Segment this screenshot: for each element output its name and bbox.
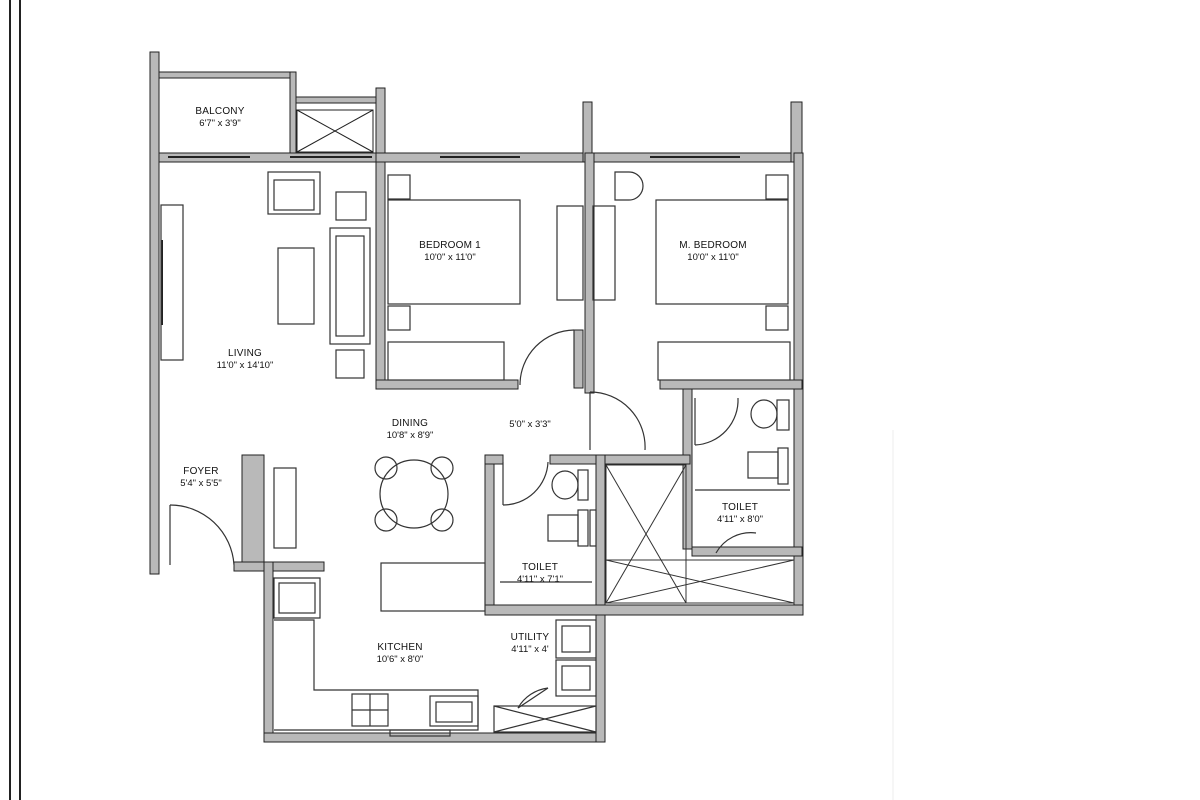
room-label-toilet2: TOILET 4'11" x 8'0" (700, 502, 780, 526)
room-name: UTILITY (510, 632, 550, 643)
living-furniture (160, 171, 371, 379)
shaft-cross (605, 464, 795, 604)
room-dims: 5'0" x 3'3" (509, 419, 551, 430)
kitchen-counter (273, 562, 486, 737)
wall-toilet1-bottom (484, 604, 804, 616)
wall-left-outer (149, 51, 160, 575)
walls (149, 51, 804, 743)
wall-toilet2-left (682, 388, 693, 550)
room-label-utility: UTILITY 4'11" x 4' (495, 632, 565, 656)
room-dims: 6'7" x 3'9" (199, 118, 241, 129)
room-dims: 5'4" x 5'5" (180, 478, 222, 489)
tv-unit (160, 204, 184, 361)
wall-partition-stub (573, 329, 584, 389)
room-name: BEDROOM 1 (419, 240, 481, 251)
room-label-dining: DINING 10'8" x 8'9" (365, 418, 455, 442)
toilet-fixtures (500, 399, 790, 583)
wall-mbedroom-bottom (659, 379, 803, 390)
room-name: LIVING (228, 348, 262, 359)
wall-shaft-top (549, 454, 691, 465)
windows (161, 156, 740, 325)
room-name: M. BEDROOM (679, 240, 747, 251)
room-dims: 10'0" x 11'0" (687, 252, 739, 263)
duct-box (296, 109, 374, 153)
wall-toilet1-top (484, 454, 504, 465)
room-label-kitchen: KITCHEN 10'6" x 8'0" (355, 642, 445, 666)
room-label-balcony: BALCONY 6'7" x 3'9" (180, 106, 260, 130)
room-dims: 4'11" x 7'1" (516, 574, 564, 585)
room-label-bedroom1: BEDROOM 1 10'0" x 11'0" (405, 240, 495, 264)
room-name: FOYER (183, 466, 219, 477)
foyer-furniture (273, 467, 297, 549)
mbedroom-furniture (614, 171, 791, 381)
bedroom1-furniture (387, 174, 616, 381)
room-name: KITCHEN (377, 642, 423, 653)
wall-balcony-right (289, 71, 297, 157)
room-dims: 10'0" x 11'0" (424, 252, 476, 263)
room-dims: 11'0" x 14'10" (216, 360, 274, 371)
wall-foyer-bottom (233, 561, 325, 572)
wall-duct-top (295, 96, 377, 104)
doors (169, 329, 757, 709)
room-name: BALCONY (195, 106, 245, 117)
room-label-mbedroom: M. BEDROOM 10'0" x 11'0" (668, 240, 758, 264)
utility-fixtures (493, 619, 597, 733)
wall-toilet2-bottom (691, 546, 803, 557)
room-dims: 10'8" x 8'9" (386, 430, 434, 441)
room-name: TOILET (721, 502, 759, 513)
wall-toilet1-left (484, 454, 495, 616)
wall-balcony-top (158, 71, 296, 79)
room-dims: 4'11" x 8'0" (716, 514, 764, 525)
room-label-living: LIVING 11'0" x 14'10" (200, 348, 290, 372)
wall-kitchen-left (263, 561, 274, 743)
room-name: TOILET (521, 562, 559, 573)
wall-shaft-left (595, 454, 606, 616)
room-label-foyer: FOYER 5'4" x 5'5" (166, 466, 236, 490)
room-label-toilet1: TOILET 4'11" x 7'1" (500, 562, 580, 586)
room-dims: 10'6" x 8'0" (376, 654, 424, 665)
room-name: DINING (391, 418, 429, 429)
wall-kitchen-bottom (263, 732, 605, 743)
wall-kitchen-right (595, 614, 606, 743)
room-label-passage: 5'0" x 3'3" (500, 419, 560, 431)
wall-bedroom1-bottom (375, 379, 519, 390)
wall-duct-right (375, 87, 386, 384)
wall-foyer-stub (241, 454, 265, 563)
dining-table (374, 456, 454, 532)
room-dims: 4'11" x 4' (511, 644, 549, 655)
